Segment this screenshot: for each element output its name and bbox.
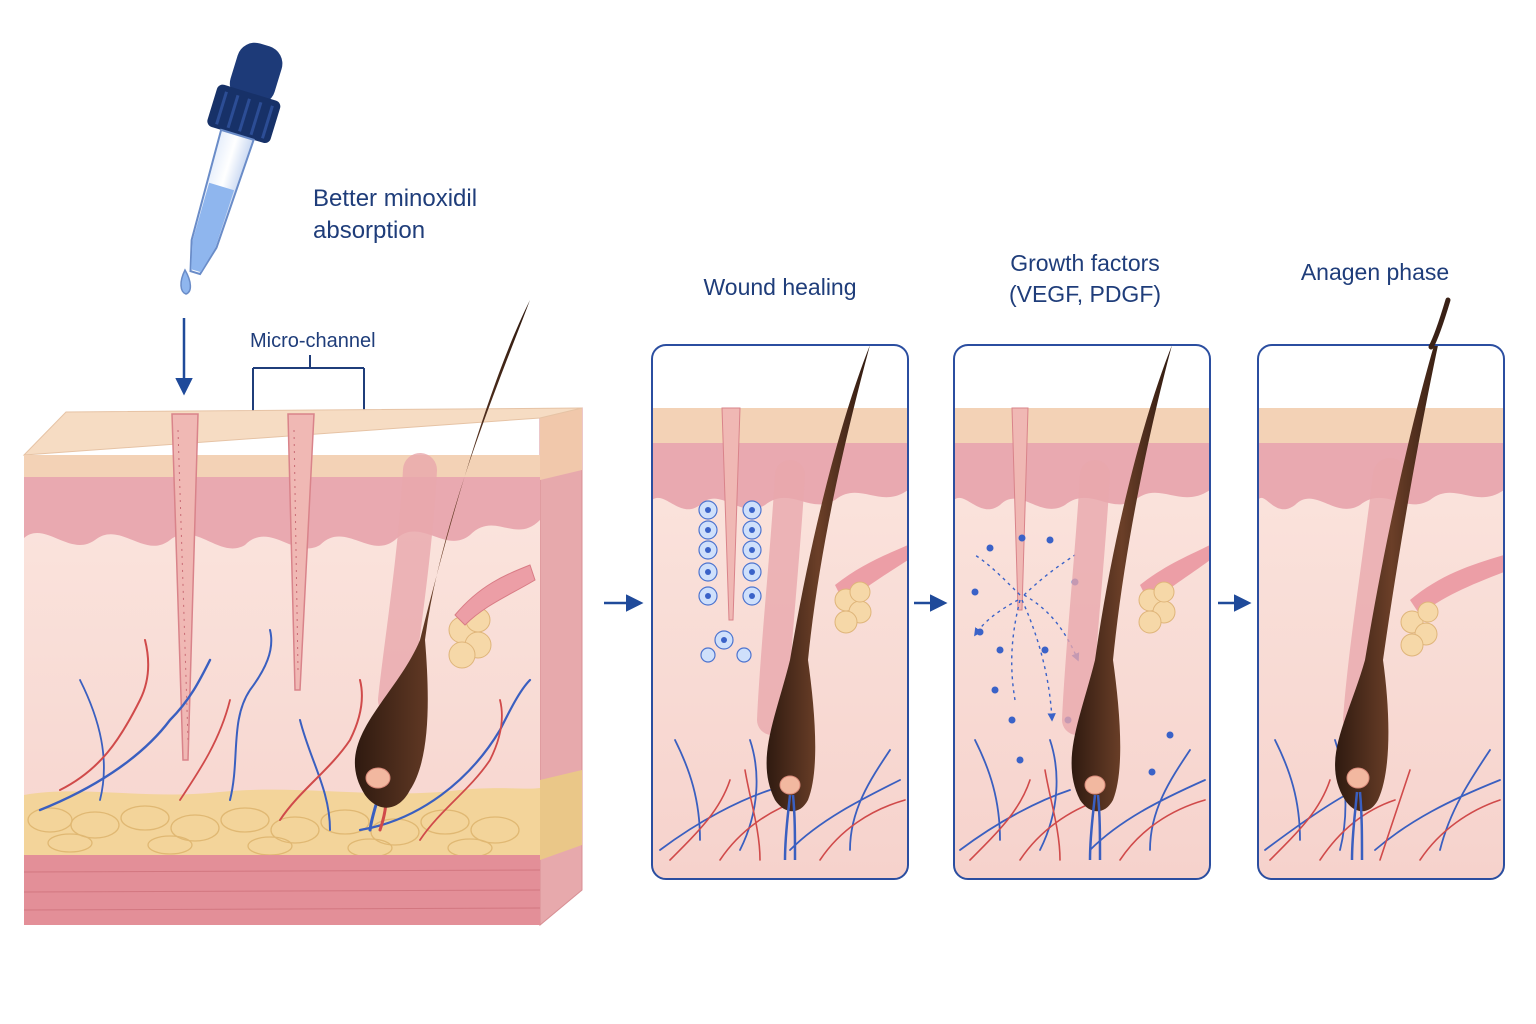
dropper-liquid	[191, 182, 235, 273]
minoxidil-absorption-label: Better minoxidil absorption	[313, 183, 477, 247]
micro-channel-label: Micro-channel	[250, 330, 376, 352]
growth-factors-line2: (VEGF, PDGF)	[1008, 281, 1162, 307]
hair-shaft	[354, 300, 530, 808]
sebaceous-gland	[834, 581, 872, 634]
micro-channel-1	[171, 413, 199, 761]
micro-channel-2	[287, 413, 315, 691]
growth-factors-line1: Growth factors	[1010, 250, 1160, 276]
panel-border	[953, 344, 1211, 880]
sebaceous-gland	[448, 607, 492, 669]
skin-cross-section	[22, 300, 583, 927]
panel-border	[1257, 344, 1505, 880]
panel-border	[651, 344, 909, 880]
panel-growth-factors	[953, 344, 1211, 880]
dermal-papilla	[365, 767, 391, 789]
wound-healing-title: Wound healing	[703, 274, 857, 300]
minoxidil-label-line2: absorption	[313, 217, 426, 244]
anagen-phase-title: Anagen phase	[1300, 259, 1450, 285]
panel-anagen-phase	[1257, 297, 1505, 880]
growth-factors-title: Growth factors (VEGF, PDGF)	[955, 248, 1215, 310]
minoxidil-drop	[180, 268, 192, 295]
panel-wound-healing	[651, 344, 909, 880]
dropper	[180, 42, 283, 295]
minoxidil-label-line1: Better minoxidil	[313, 185, 478, 212]
dropper-bulb	[229, 42, 283, 105]
blood-vessels	[38, 629, 532, 841]
